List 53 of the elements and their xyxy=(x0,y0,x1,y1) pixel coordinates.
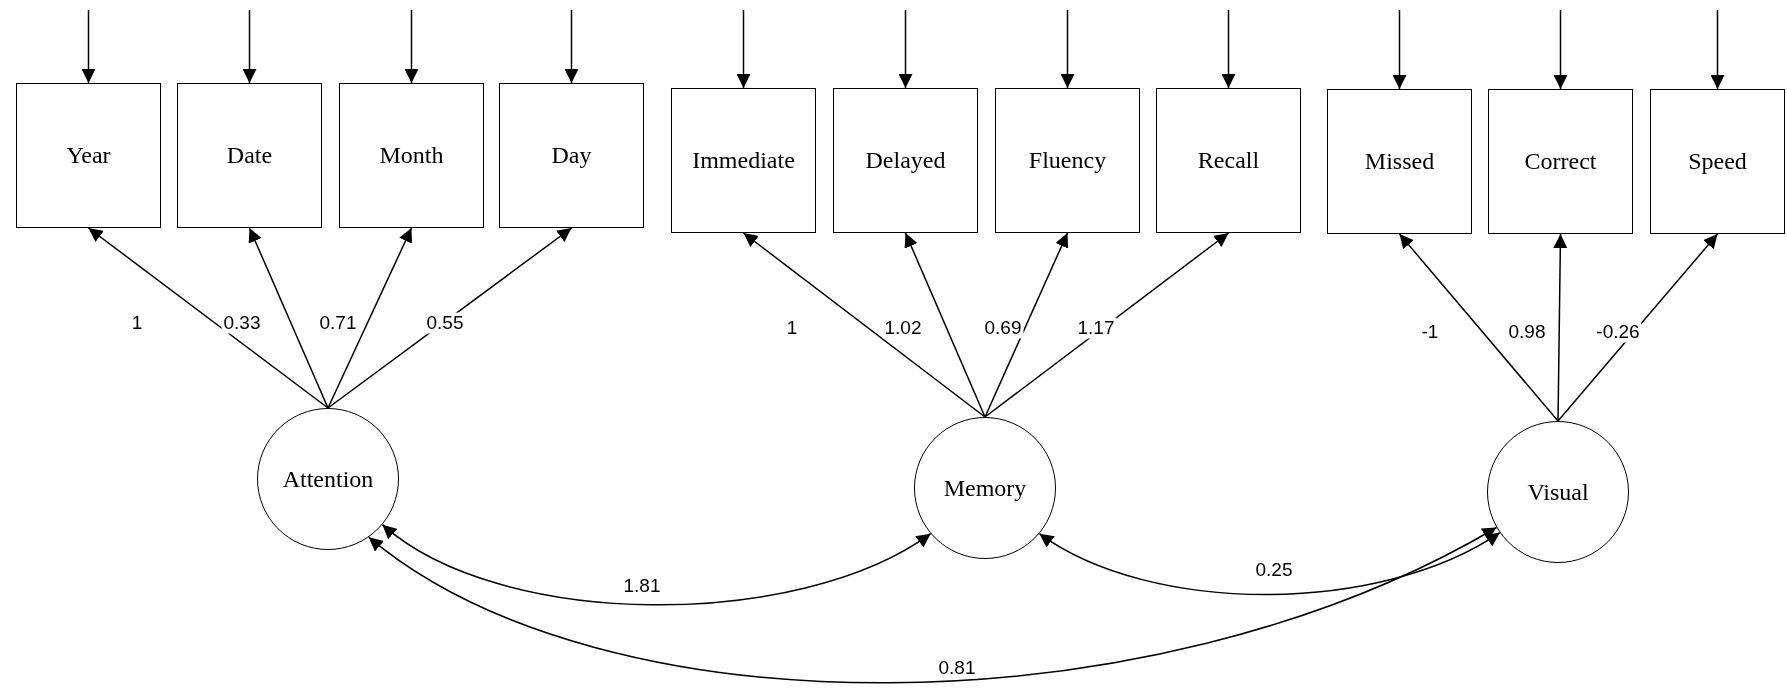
loading-arrow xyxy=(1398,233,1559,422)
variable-name: Memory xyxy=(943,474,1027,502)
error-arrow xyxy=(81,9,96,84)
edge-label: 1.17 xyxy=(1075,317,1117,339)
loading-arrow xyxy=(1553,233,1568,422)
variable-name: Recall xyxy=(1197,147,1260,174)
observed-variable-box xyxy=(1156,88,1301,233)
loading-arrow xyxy=(1557,233,1719,422)
variable-name: Delayed xyxy=(865,147,946,174)
variable-name: Correct xyxy=(1524,148,1597,175)
loading-arrow xyxy=(327,227,413,409)
variable-name: Immediate xyxy=(692,147,795,174)
covariance-arrow xyxy=(1038,531,1501,596)
variable-name: Fluency xyxy=(1028,147,1107,174)
variable-name: Day xyxy=(551,142,592,169)
observed-variable-box xyxy=(16,83,161,228)
observed-variable-box xyxy=(1327,89,1472,234)
loading-arrow xyxy=(87,227,329,409)
error-arrow xyxy=(1060,9,1075,89)
variable-name: Visual xyxy=(1527,478,1589,506)
loading-arrow xyxy=(327,227,573,409)
observed-variable-box xyxy=(833,88,978,233)
observed-variable-box xyxy=(995,88,1140,233)
error-arrow xyxy=(1392,9,1407,90)
variable-name: Attention xyxy=(282,465,374,493)
error-arrow xyxy=(564,9,579,84)
error-arrow xyxy=(404,9,419,84)
error-arrow xyxy=(242,9,257,84)
observed-variable-box xyxy=(499,83,644,228)
edge-label: 0.55 xyxy=(424,312,466,334)
loading-arrow xyxy=(904,232,986,418)
error-arrow xyxy=(1553,9,1568,90)
error-arrow xyxy=(1221,9,1236,89)
observed-variable-box xyxy=(177,83,322,228)
covariance-arrow xyxy=(367,526,1498,684)
covariance-arrow xyxy=(381,523,932,606)
observed-variable-box xyxy=(339,83,484,228)
observed-variable-box xyxy=(1650,89,1785,234)
variable-name: Missed xyxy=(1364,148,1435,175)
error-arrow xyxy=(898,9,913,89)
loading-arrow xyxy=(248,227,329,409)
error-arrow xyxy=(1710,9,1725,90)
loading-arrow xyxy=(984,232,1230,418)
error-arrow xyxy=(736,9,751,89)
observed-variable-box xyxy=(671,88,816,233)
edge-label: -0.26 xyxy=(1594,321,1642,343)
loading-arrow xyxy=(984,232,1069,418)
variable-name: Month xyxy=(379,142,444,169)
observed-variable-box xyxy=(1488,89,1633,234)
variable-name: Year xyxy=(66,142,111,169)
variable-name: Speed xyxy=(1688,148,1747,175)
variable-name: Date xyxy=(226,142,273,169)
loading-arrow xyxy=(742,232,986,418)
